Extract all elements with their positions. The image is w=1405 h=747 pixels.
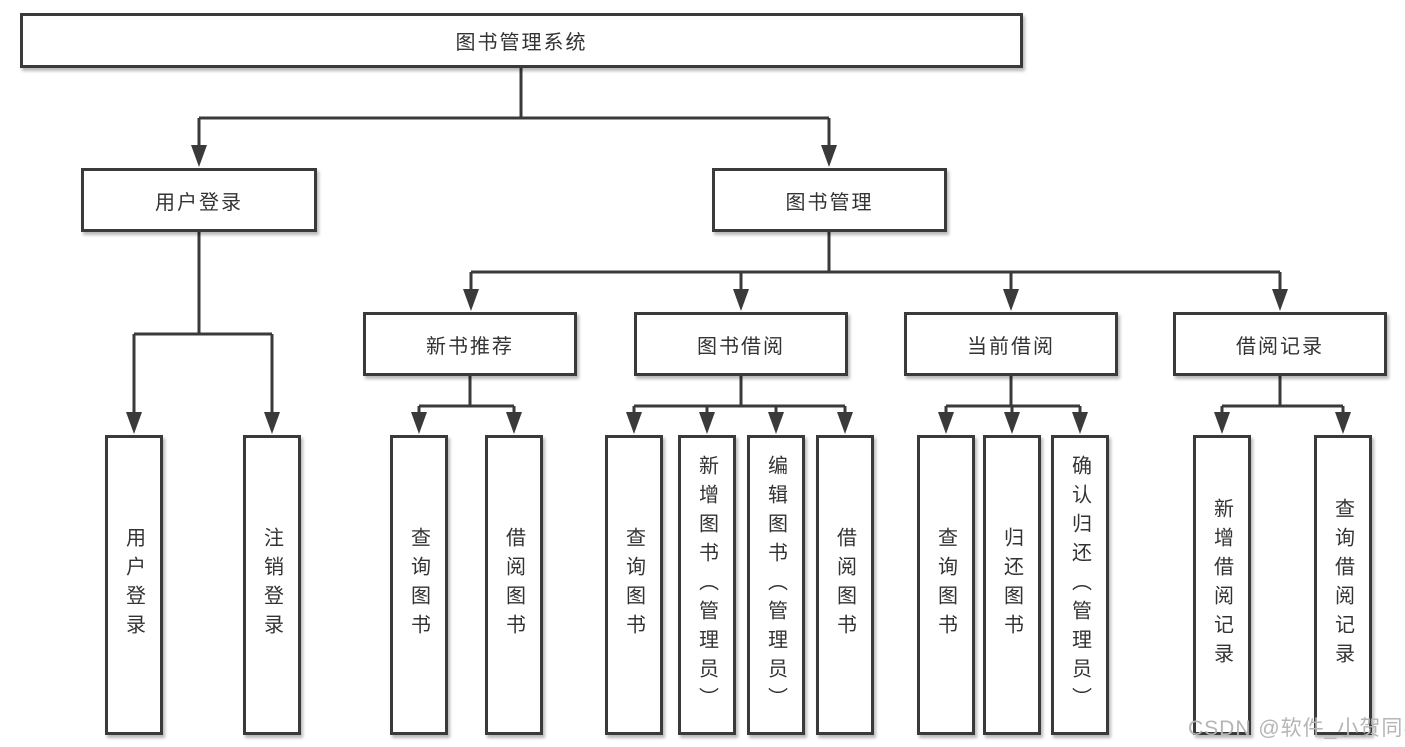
node-user-login: 用户登录 <box>81 168 317 232</box>
node-label: 查询图书 <box>934 527 957 643</box>
node-label: 确认归还（管理员） <box>1068 454 1091 716</box>
csdn-watermark: CSDN @软件_小贺同学 <box>1188 717 1405 740</box>
node-new-book-recommendation: 新书推荐 <box>363 312 577 376</box>
node-current-borrowing: 当前借阅 <box>904 312 1118 376</box>
arrowheads <box>126 145 1351 434</box>
leaf-return-books: 归还图书 <box>983 435 1041 735</box>
leaf-edit-books-admin: 编辑图书（管理员） <box>747 435 805 735</box>
node-label: 当前借阅 <box>967 335 1055 358</box>
node-label: 注销登录 <box>260 527 283 643</box>
leaf-logout: 注销登录 <box>243 435 301 735</box>
node-label: 归还图书 <box>1000 527 1023 643</box>
node-book-management: 图书管理 <box>712 168 947 232</box>
node-label: 查询图书 <box>622 527 645 643</box>
leaf-borrow-books-borrowing: 借阅图书 <box>816 435 874 735</box>
node-label: 用户登录 <box>155 191 243 214</box>
leaf-query-books-current: 查询图书 <box>917 435 975 735</box>
node-book-borrowing: 图书借阅 <box>634 312 848 376</box>
leaf-user-login: 用户登录 <box>105 435 163 735</box>
leaf-add-borrow-record: 新增借阅记录 <box>1193 435 1251 735</box>
leaf-query-books-borrowing: 查询图书 <box>605 435 663 735</box>
leaf-query-borrow-record: 查询借阅记录 <box>1314 435 1372 735</box>
node-label: 图书管理系统 <box>455 32 588 54</box>
node-label: 图书管理 <box>785 191 874 214</box>
node-label: 图书借阅 <box>697 335 785 358</box>
leaf-confirm-return-admin: 确认归还（管理员） <box>1051 435 1109 735</box>
leaf-borrow-books-recommend: 借阅图书 <box>485 435 543 735</box>
node-label: 新书推荐 <box>426 335 514 358</box>
node-label: 借阅图书 <box>833 527 856 643</box>
node-label: 新增借阅记录 <box>1210 498 1233 672</box>
node-borrowing-records: 借阅记录 <box>1173 312 1387 376</box>
tree-edges <box>132 66 1345 417</box>
leaf-query-books-recommend: 查询图书 <box>390 435 448 735</box>
node-label: 借阅图书 <box>502 527 525 643</box>
leaf-add-books-admin: 新增图书（管理员） <box>678 435 736 735</box>
node-library-management-system: 图书管理系统 <box>20 13 1023 68</box>
node-label: 用户登录 <box>122 527 145 643</box>
node-label: 新增图书（管理员） <box>695 454 718 716</box>
node-label: 借阅记录 <box>1236 335 1324 358</box>
node-label: 编辑图书（管理员） <box>764 454 787 716</box>
node-label: 查询借阅记录 <box>1331 498 1354 672</box>
node-label: 查询图书 <box>407 527 430 643</box>
